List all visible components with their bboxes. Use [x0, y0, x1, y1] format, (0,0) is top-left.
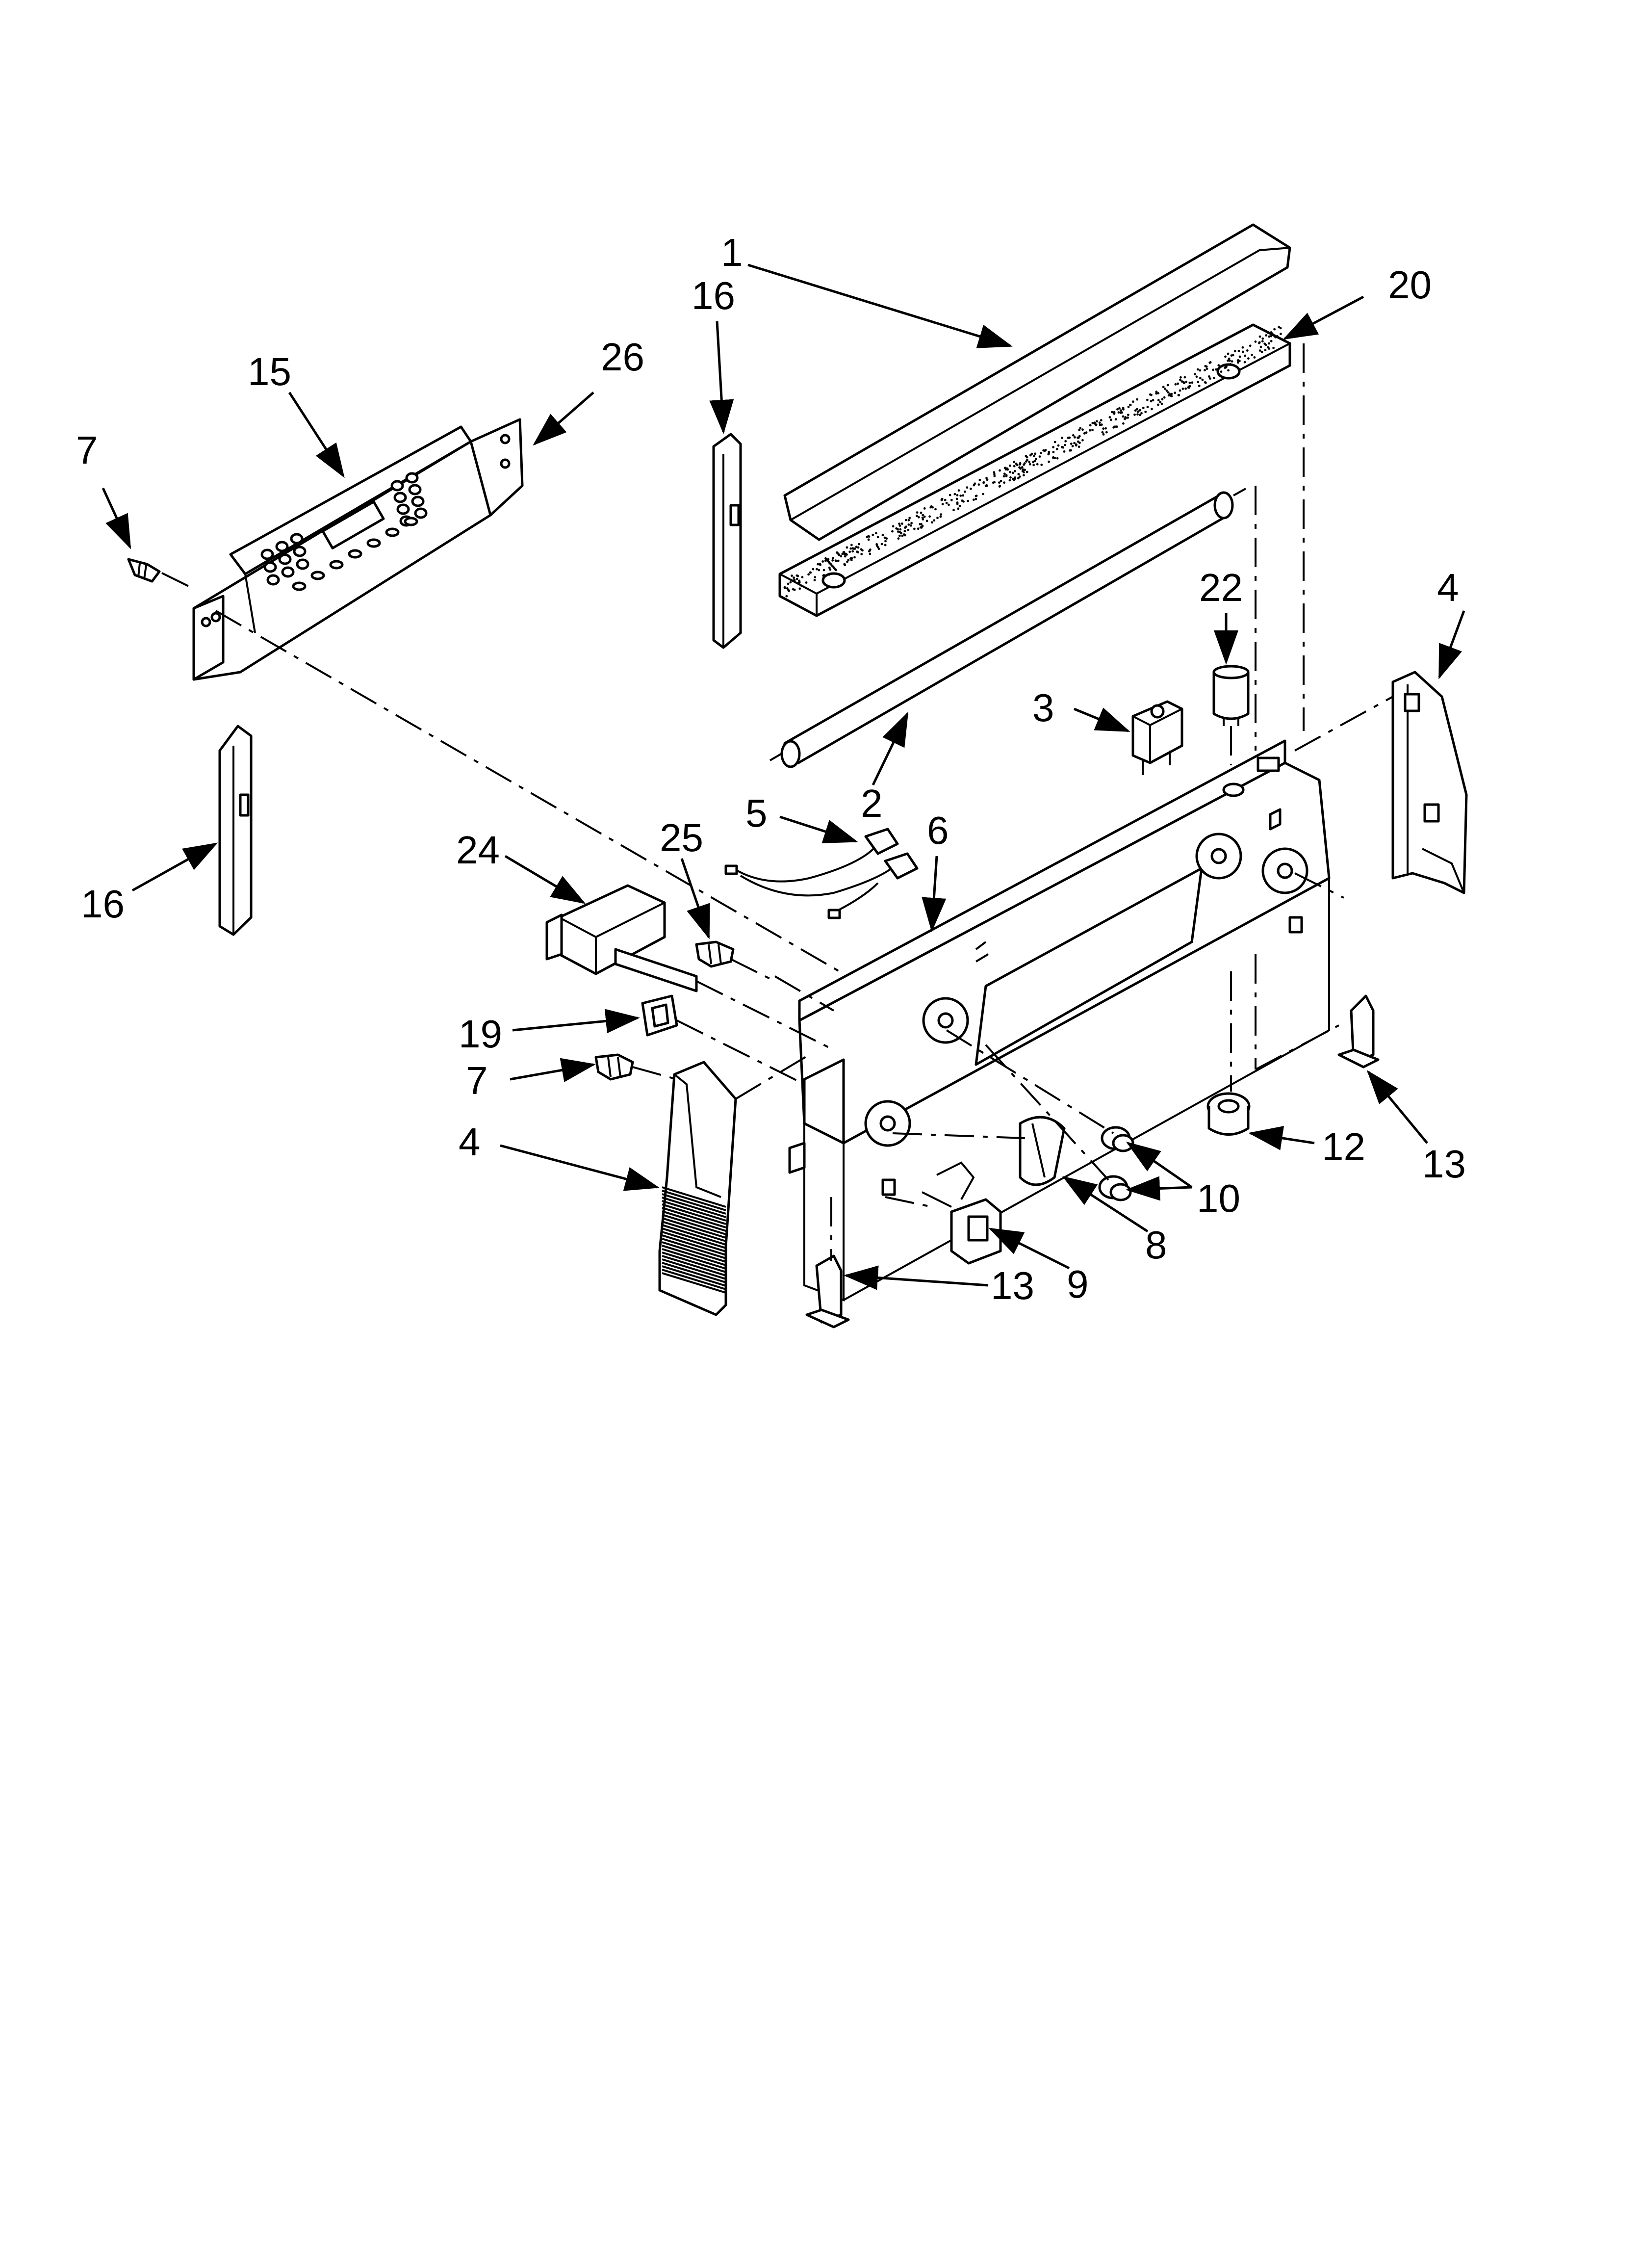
part-19-grommet: [641, 994, 678, 1037]
callout-1: 1: [721, 231, 743, 274]
part-7-screw-lower: [594, 1053, 634, 1081]
part-24-relay: [545, 884, 698, 992]
callout-2: 2: [861, 782, 883, 825]
part-13-clip-right: [1337, 994, 1380, 1069]
callout-25: 25: [660, 816, 703, 860]
part-16-side-trim-lower: [218, 725, 253, 936]
part-1-trim-bar: [783, 223, 1291, 541]
callout-16-lower: 16: [81, 882, 125, 926]
part-6-console-panel: [788, 739, 1331, 1302]
part-8-selector-knob: [1019, 1116, 1066, 1186]
callout-12: 12: [1322, 1125, 1365, 1169]
callout-6: 6: [927, 808, 949, 852]
part-5-wire-harness: [724, 828, 919, 919]
callout-13-lower: 13: [991, 1264, 1034, 1307]
part-10-knob-upper: [1101, 1126, 1134, 1152]
callout-4-left: 4: [459, 1120, 481, 1164]
callout-7-upper: 7: [76, 428, 98, 472]
callout-7-lower: 7: [466, 1059, 488, 1102]
part-4-end-cap-right: [1391, 671, 1468, 894]
callout-9: 9: [1067, 1262, 1089, 1306]
part-7-screw-upper: [127, 558, 161, 583]
callout-13-right: 13: [1422, 1142, 1466, 1186]
callout-5: 5: [745, 791, 768, 835]
part-2-fluorescent-tube: [769, 488, 1246, 768]
part-10-knob-lower: [1098, 1175, 1132, 1201]
part-26-control-bracket: [192, 418, 524, 681]
part-20-insulation-strip: [778, 323, 1291, 617]
callout-24: 24: [456, 828, 500, 872]
part-3-switch: [1131, 700, 1183, 775]
callout-8: 8: [1145, 1223, 1167, 1267]
callout-4-right: 4: [1437, 566, 1459, 609]
part-12-knob-bezel: [1206, 1092, 1251, 1136]
part-16-side-trim-upper: [712, 433, 742, 649]
part-15-electronic-control: [192, 425, 492, 681]
part-4-end-cap-left: [658, 1061, 737, 1316]
callout-3: 3: [1032, 686, 1054, 730]
callout-19: 19: [459, 1012, 502, 1056]
callout-15: 15: [248, 350, 291, 393]
callout-10: 10: [1197, 1176, 1240, 1220]
part-22-capacitor: [1212, 665, 1250, 726]
part-25-screw: [695, 940, 735, 968]
alignment-lines: [161, 343, 1393, 1261]
leader-lines: [102, 263, 1465, 1290]
callout-20: 20: [1388, 263, 1432, 307]
callout-labels: 1 16 20 15 26 7 22 4 3 2 5 6 24 25 16 19…: [76, 231, 1466, 1307]
callout-16-upper: 16: [692, 274, 735, 317]
callout-26: 26: [601, 335, 644, 379]
part-13-clip-lower: [805, 1254, 850, 1329]
part-9-outlet: [922, 1161, 1002, 1265]
callout-22: 22: [1199, 566, 1243, 609]
